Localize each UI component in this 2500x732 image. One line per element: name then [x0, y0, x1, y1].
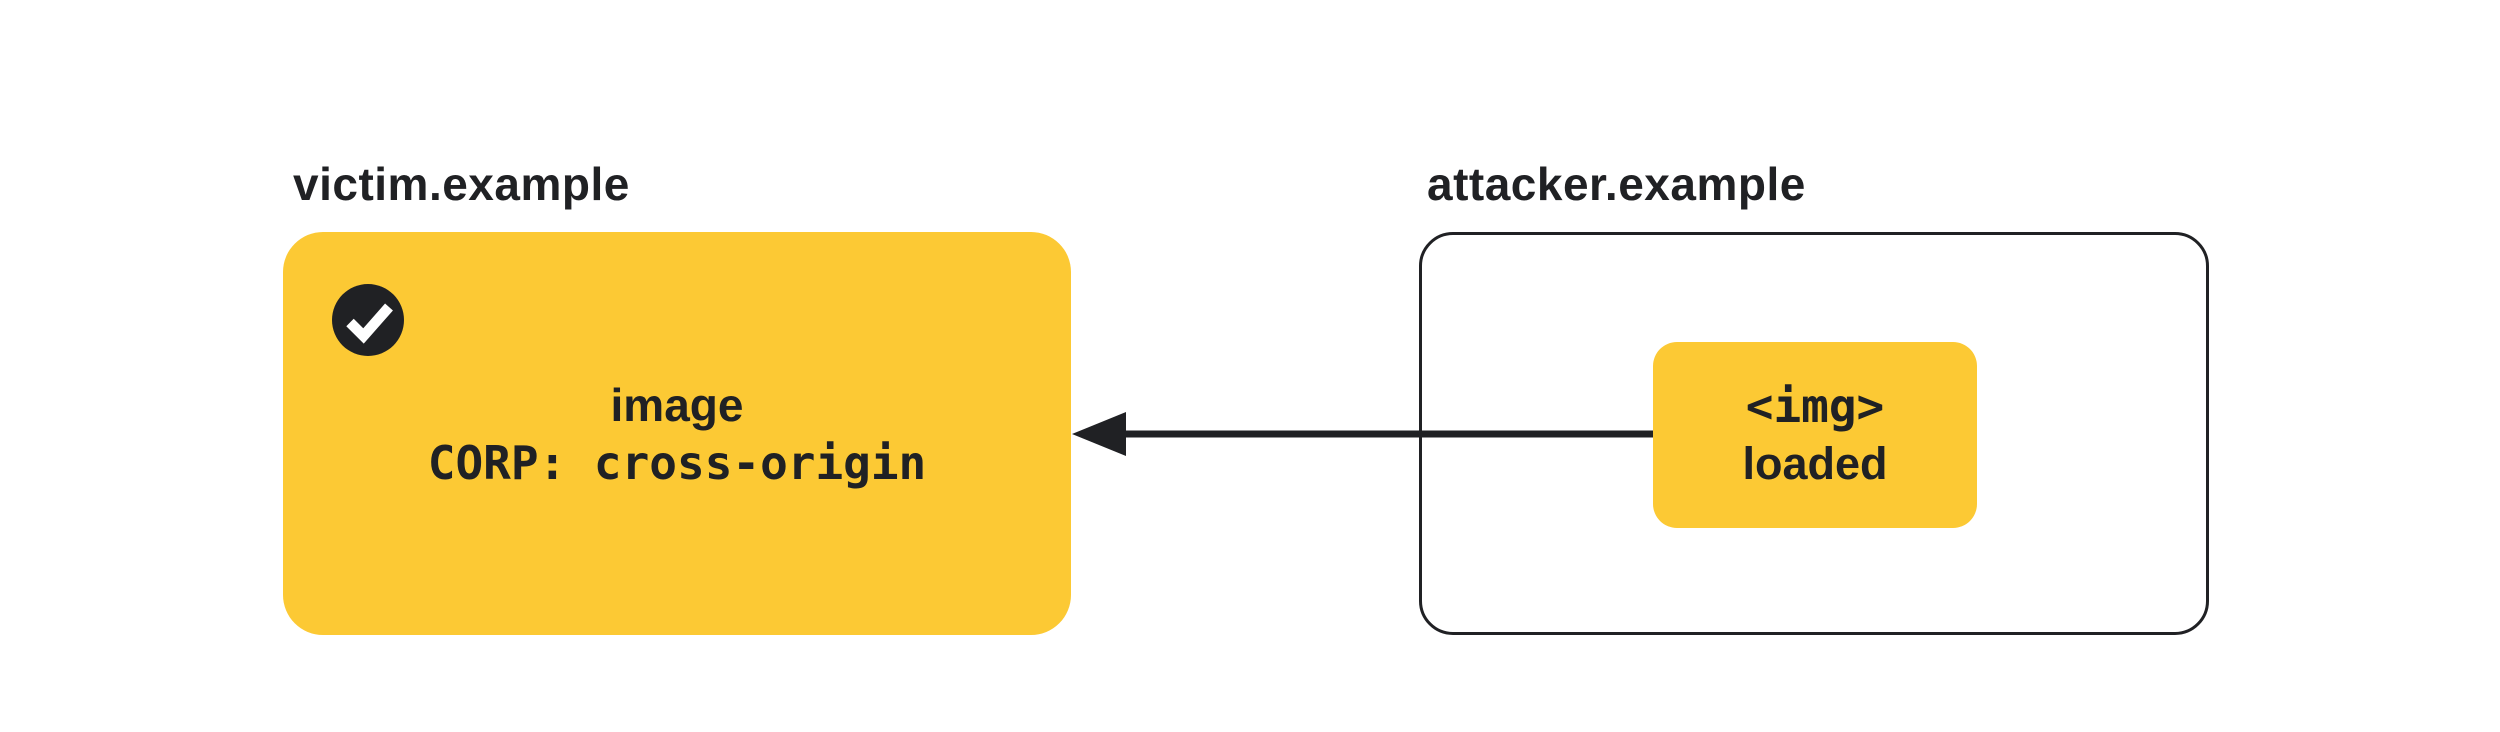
- img-loaded-badge: <img> loaded: [1653, 342, 1977, 528]
- attacker-domain-label: attacker.example: [1427, 158, 1806, 210]
- victim-domain-label: victim.example: [293, 158, 630, 210]
- allowed-checkmark-icon: [332, 284, 404, 356]
- victim-resource-box: image CORP: cross-origin: [283, 232, 1071, 635]
- victim-corp-header-label: CORP: cross-origin: [427, 435, 927, 490]
- loaded-status-label: loaded: [1742, 438, 1888, 489]
- victim-resource-text: image CORP: cross-origin: [283, 232, 1071, 635]
- img-tag-label: <img>: [1745, 379, 1885, 433]
- victim-resource-type-label: image: [610, 378, 744, 431]
